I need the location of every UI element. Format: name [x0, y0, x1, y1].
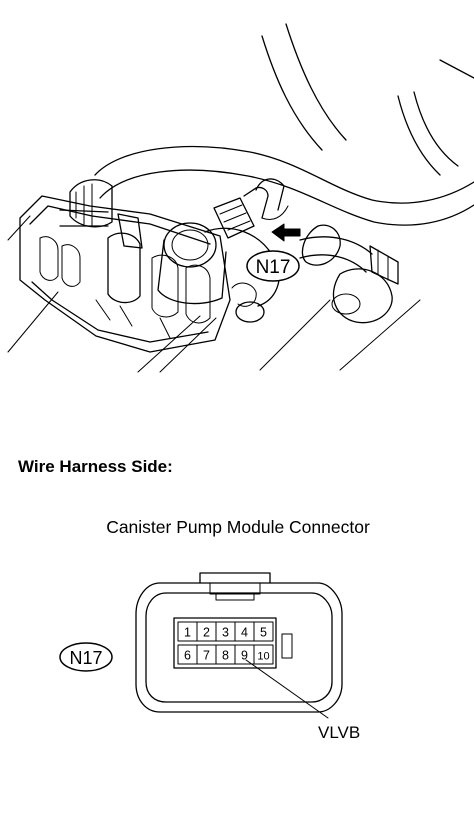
- pin-row-bottom: 6 7 8 9 10: [177, 644, 274, 665]
- pin-label: 5: [260, 626, 267, 640]
- engine-callout-n17: N17: [246, 250, 300, 282]
- section-heading: Wire Harness Side:: [18, 457, 173, 476]
- lead-lines: [7, 215, 421, 373]
- connector-title: Canister Pump Module Connector: [106, 517, 370, 537]
- pin-row-top: 1 2 3 4 5: [177, 621, 274, 642]
- harness-connector: [213, 178, 289, 239]
- connector-callout-label: N17: [69, 648, 102, 668]
- pointer-arrow: [271, 223, 301, 242]
- pin-label: 2: [203, 626, 210, 640]
- module-bracket: [19, 195, 231, 353]
- pin-label: 7: [203, 649, 210, 663]
- signal-label-vlvb: VLVB: [318, 723, 360, 742]
- connector-face: [135, 572, 343, 713]
- pin-label: 8: [222, 649, 229, 663]
- pin-label: 10: [257, 651, 269, 663]
- connector-callout-n17: N17: [59, 642, 113, 672]
- pin-9-leader-line: [245, 659, 329, 719]
- pin-label: 6: [184, 649, 191, 663]
- pin-cavity-10: [253, 644, 274, 665]
- engine-callout-label: N17: [256, 257, 291, 278]
- upper-hoses: [94, 23, 474, 226]
- right-hose: [299, 224, 399, 324]
- pin-cavity-5: [253, 621, 274, 642]
- pin-label: 4: [241, 626, 248, 640]
- engine-illustration: N17: [7, 23, 474, 373]
- pin-label: 3: [222, 626, 229, 640]
- pin-label: 1: [184, 626, 191, 640]
- hose-clamp: [59, 179, 113, 228]
- pin-label: 9: [241, 649, 248, 663]
